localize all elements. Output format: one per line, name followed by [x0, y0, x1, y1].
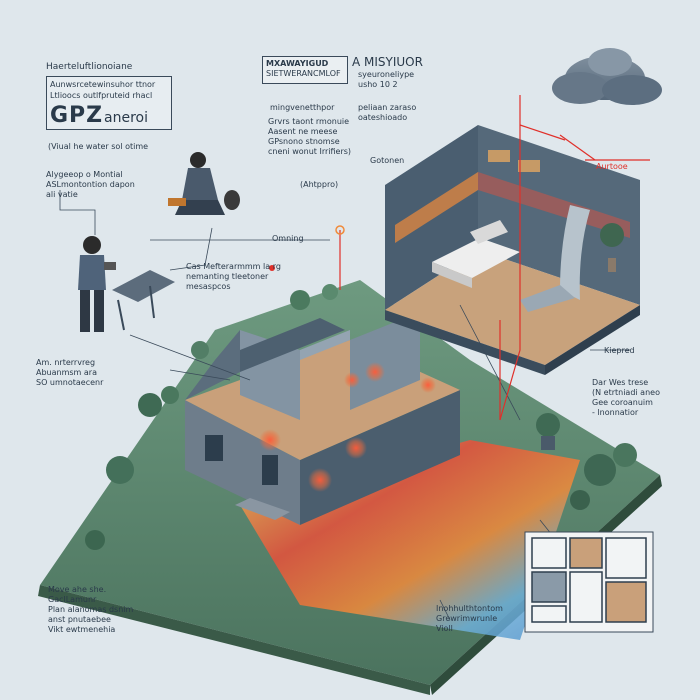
am-note: Am. nrterrvreg Abuanmsm ara SO umnotaece…	[36, 358, 104, 387]
left-description: Alygeeop o Montial ASLmontontion dapon a…	[46, 170, 135, 199]
label-kiepred: Kiepred	[604, 346, 635, 355]
brand-box-line2: Ltlioocs outlfpruteid rhacl	[50, 91, 153, 100]
label-aurtooe: Aurtooe	[596, 162, 628, 171]
dar-note: Dar Wes trese (N etrtniadi aneo Gee coro…	[592, 378, 660, 417]
floor-plan-inset	[524, 531, 654, 633]
move-note: Move ahe she. GaclLamunr Plan alanomas d…	[48, 585, 134, 634]
person-kneeling-icon	[168, 152, 240, 215]
accent-red-lines	[339, 95, 650, 421]
potted-plant-icon	[536, 413, 560, 450]
legend-box	[262, 56, 348, 84]
brand-title: GPZ	[50, 103, 104, 128]
legend-box-line2: SIETWERANCMLOF	[266, 69, 341, 78]
person-standing-icon	[78, 236, 116, 332]
installation-note: Inohhulthtontom Grewrimwrunle Violl	[436, 604, 503, 633]
connector-lines	[59, 190, 630, 621]
car-note: Cas Mefterarmmm la rg nemanting tleetone…	[186, 262, 281, 291]
marker-note: mingvenetthpor	[270, 103, 335, 112]
marker-dot-small-icon	[269, 265, 275, 271]
bedroom-cutaway	[385, 125, 640, 375]
header-kicker: Haerteluftlionoiane	[46, 62, 133, 72]
legend-box-line1: MXAWAYIGUD	[266, 59, 329, 68]
marker-dot-icon	[335, 225, 345, 235]
cloud-icon	[552, 48, 662, 105]
red-arrow-icon	[519, 124, 566, 141]
label-omning: Omning	[272, 234, 304, 243]
brand-box-line1: Aunwsrcetewinsuhor ttnor	[50, 80, 156, 89]
workbench-icon	[112, 270, 175, 331]
label-gotonen: Gotonen	[370, 156, 405, 165]
label-ahtppro: (Ahtppro)	[300, 180, 339, 189]
header-caption: (Viual he water sol otime	[48, 142, 149, 151]
brand-suffix: aneroi	[104, 110, 148, 126]
legend-title: A MISYIUOR	[352, 55, 423, 69]
legend-sub: syeuroneliype usho 10 2	[358, 70, 415, 89]
description-block: Grvrs taont rmonuie Aasent ne meese GPsn…	[268, 117, 352, 156]
marker-note-2: peliaan zaraso oateshioado	[358, 103, 417, 122]
house-cutaway	[185, 232, 460, 525]
brand-box	[46, 76, 172, 130]
